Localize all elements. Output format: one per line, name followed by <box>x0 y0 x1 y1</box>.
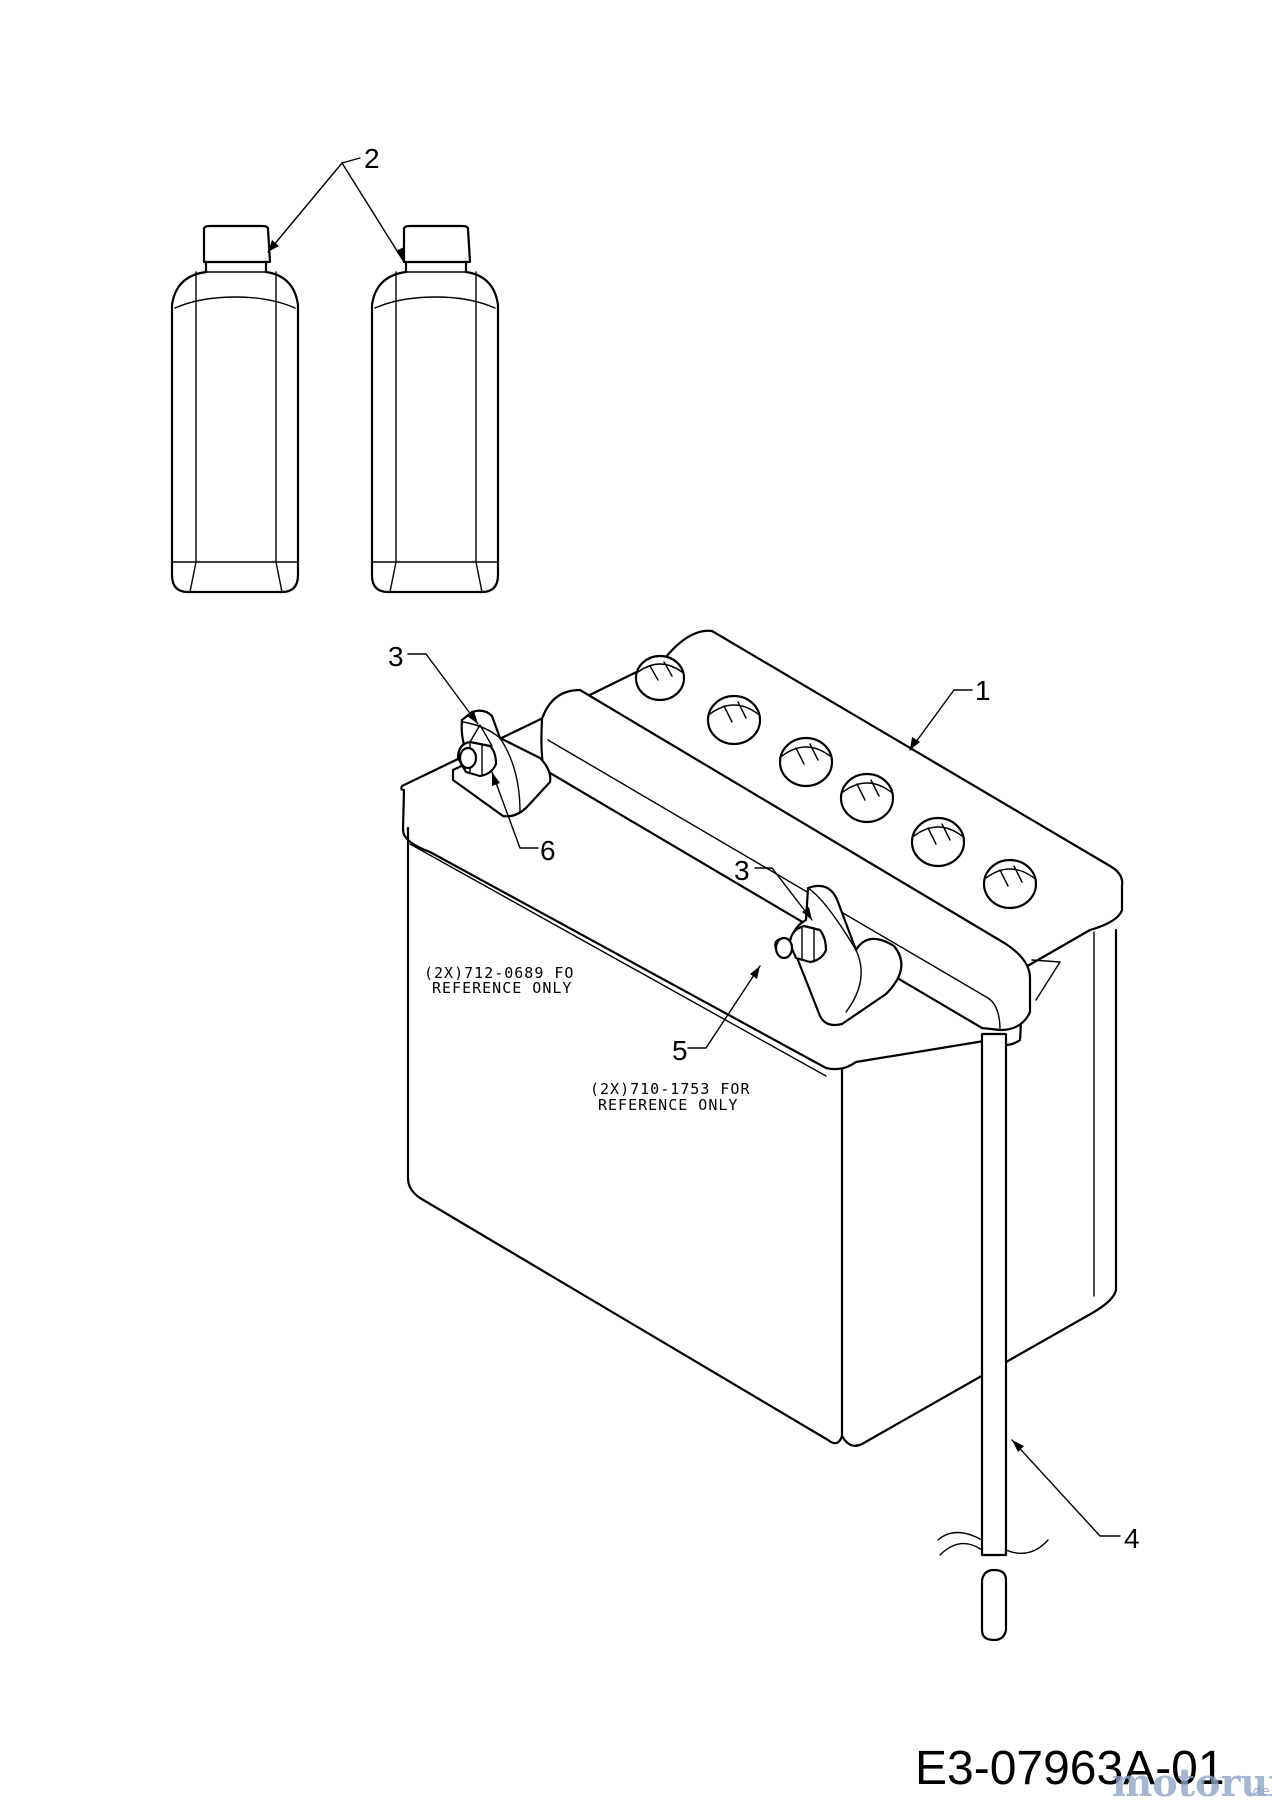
note-712-0689-line1: (2X)712-0689 FO <box>424 964 574 982</box>
terminal-left <box>451 709 552 818</box>
watermark-suffix: .de <box>1248 1784 1270 1800</box>
callout-6: 6 <box>540 835 556 866</box>
drawing-reference-number: E3-07963A-01 <box>915 1742 1225 1795</box>
callout-3-left: 3 <box>388 641 404 672</box>
terminal-bolt-left <box>456 724 498 778</box>
leader-3-left <box>407 653 479 725</box>
terminal-right <box>774 884 903 1027</box>
leader-5 <box>687 965 761 1049</box>
vent-tube <box>937 1032 1049 1642</box>
leader-2 <box>267 157 405 263</box>
callout-1: 1 <box>975 675 991 706</box>
note-710-1753-line1: (2X)710-1753 FOR <box>590 1080 751 1098</box>
leader-1 <box>909 689 973 751</box>
battery <box>400 629 1124 1447</box>
watermark-logo: motoruf <box>1112 1760 1272 1800</box>
callout-3-right: 3 <box>734 855 750 886</box>
callout-2: 2 <box>364 143 380 174</box>
vent-caps <box>634 654 1038 910</box>
callout-5: 5 <box>672 1035 688 1066</box>
terminal-bolt-right <box>774 924 828 964</box>
note-710-1753-line2: REFERENCE ONLY <box>598 1096 738 1114</box>
acid-bottle-right <box>370 224 500 594</box>
callout-4: 4 <box>1124 1523 1140 1554</box>
leader-4 <box>1011 1439 1121 1537</box>
acid-bottle-left <box>170 224 300 594</box>
note-712-0689-line2: REFERENCE ONLY <box>432 979 572 997</box>
leader-6 <box>491 771 539 849</box>
leader-3-right <box>754 867 813 921</box>
